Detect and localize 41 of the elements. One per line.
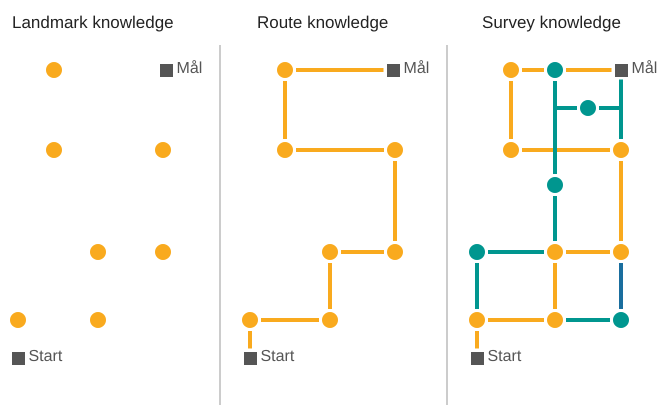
connector-line	[296, 68, 384, 72]
connector-line	[509, 81, 513, 139]
connector-line	[522, 68, 544, 72]
connector-line	[261, 318, 319, 322]
connector-line	[553, 81, 557, 174]
marker-square	[470, 352, 484, 364]
connector-line	[553, 263, 557, 309]
connector-line	[619, 263, 623, 309]
connector-line	[566, 250, 610, 254]
connector-line	[341, 250, 384, 254]
connector-line	[475, 263, 479, 309]
connector-line	[475, 331, 479, 348]
connector-line	[488, 318, 544, 322]
connector-line	[566, 68, 612, 72]
marker-label: Start	[260, 348, 294, 366]
connector-line	[619, 161, 623, 241]
connector-line	[566, 318, 610, 322]
connector-line	[296, 148, 384, 152]
marker-square	[244, 352, 256, 364]
connector-line	[393, 161, 397, 241]
connector-line	[283, 81, 287, 139]
connector-line	[328, 263, 332, 309]
connector-line	[522, 148, 610, 152]
marker-label: Mål	[176, 60, 202, 78]
connector-line	[619, 80, 623, 139]
panel-title: Survey knowledge	[482, 12, 621, 34]
connector-line	[599, 106, 619, 110]
marker-square	[12, 352, 24, 364]
marker-label: Mål	[404, 60, 430, 78]
marker-label: Mål	[632, 60, 658, 78]
panel-title: Route knowledge	[257, 12, 388, 34]
connector-line	[248, 331, 252, 348]
marker-square	[386, 64, 400, 76]
panel-title: Landmark knowledge	[12, 12, 174, 34]
connector-line	[488, 250, 544, 254]
marker-label: Start	[488, 348, 522, 366]
marker-label: Start	[28, 348, 62, 366]
marker-square	[614, 64, 628, 76]
connector-line	[553, 196, 557, 241]
connector-line	[557, 106, 577, 110]
marker-square	[160, 64, 172, 76]
